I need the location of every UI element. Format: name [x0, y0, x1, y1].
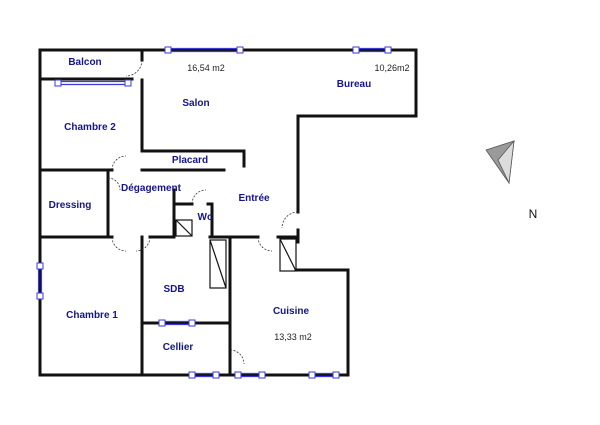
label-degagement: Dégagement — [121, 183, 182, 194]
area-cuisine: 13,33 m2 — [274, 332, 312, 342]
label-cellier: Cellier — [163, 342, 194, 353]
closet-sdb — [209, 239, 227, 289]
window-bottom-1 — [188, 371, 220, 379]
door-sdb — [135, 236, 151, 252]
label-entree: Entrée — [238, 193, 270, 204]
closet-wc — [175, 219, 193, 237]
door-cellier — [229, 349, 245, 365]
label-bureau: Bureau — [337, 79, 371, 90]
windows — [36, 46, 392, 379]
door-chambre2 — [111, 155, 127, 171]
door-dressing — [107, 177, 121, 191]
label-chambre1: Chambre 1 — [66, 310, 118, 321]
compass-icon — [485, 139, 515, 185]
label-sdb: SDB — [163, 284, 184, 295]
closets — [175, 219, 297, 289]
window-bottom-2 — [234, 371, 266, 379]
area-salon: 16,54 m2 — [187, 63, 225, 73]
window-chambre2 — [54, 79, 132, 87]
area-labels: 16,54 m2 10,26m2 13,33 m2 — [187, 63, 409, 342]
label-balcon: Balcon — [68, 57, 101, 68]
label-wc: Wc — [198, 212, 213, 223]
room-labels: Balcon Chambre 2 Salon Bureau Placard Dé… — [49, 57, 372, 353]
door-balcon — [125, 59, 143, 77]
exterior-walls — [38, 48, 418, 377]
door-entree — [281, 211, 299, 229]
door-chambre1 — [111, 236, 127, 252]
window-cuisine — [308, 371, 340, 379]
area-bureau: 10,26m2 — [374, 63, 409, 73]
interior-walls — [38, 48, 300, 377]
doors — [107, 59, 299, 365]
label-cuisine: Cuisine — [273, 306, 310, 317]
north-label: N — [529, 207, 538, 221]
label-chambre2: Chambre 2 — [64, 122, 116, 133]
window-cellier — [158, 319, 196, 327]
label-salon: Salon — [182, 98, 209, 109]
closet-cuisine — [279, 238, 297, 272]
window-bureau-top — [352, 46, 392, 54]
door-wc — [191, 189, 207, 205]
door-cuisine — [257, 236, 273, 252]
window-chambre1 — [36, 262, 44, 300]
label-dressing: Dressing — [49, 200, 92, 211]
label-placard: Placard — [172, 155, 208, 166]
window-salon-top — [164, 46, 244, 54]
